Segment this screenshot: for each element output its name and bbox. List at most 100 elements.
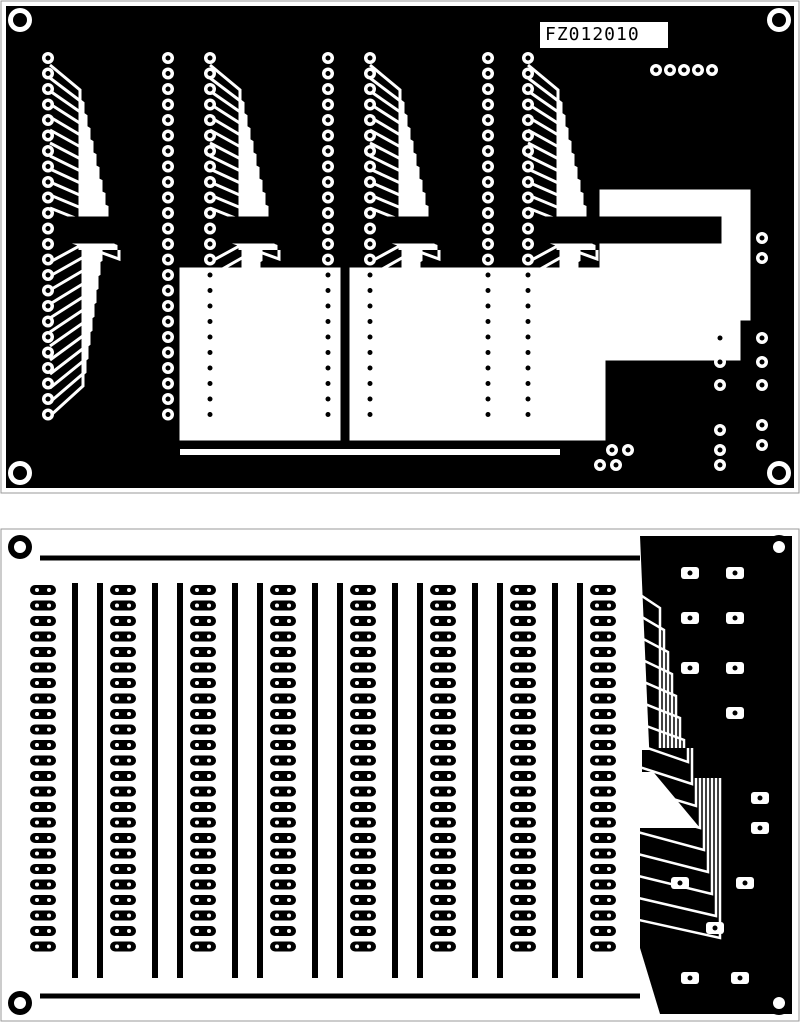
pad xyxy=(430,693,456,704)
pad xyxy=(430,740,456,750)
pad xyxy=(270,802,296,812)
pad xyxy=(510,802,536,812)
pad xyxy=(590,724,616,735)
pad xyxy=(190,693,216,704)
pad xyxy=(190,848,216,859)
pad xyxy=(510,740,536,750)
copper-area xyxy=(640,828,792,1014)
pad xyxy=(110,817,136,828)
pad xyxy=(270,616,296,626)
trace xyxy=(369,250,407,404)
trace xyxy=(527,250,579,306)
pad xyxy=(110,802,136,812)
trace xyxy=(368,250,405,418)
pad xyxy=(350,879,376,890)
pad xyxy=(510,864,536,874)
pad xyxy=(350,585,376,595)
pad xyxy=(590,941,616,952)
pad xyxy=(270,585,296,595)
pad xyxy=(510,848,536,859)
pad xyxy=(190,895,216,905)
pad xyxy=(510,647,536,657)
trace xyxy=(527,250,575,334)
pad xyxy=(30,616,56,626)
pad xyxy=(110,771,136,781)
pad xyxy=(350,864,376,874)
trace xyxy=(369,250,421,306)
pad xyxy=(430,941,456,952)
trace xyxy=(629,778,706,852)
pad xyxy=(190,910,216,921)
trace xyxy=(629,718,686,748)
pad xyxy=(110,693,136,704)
pad xyxy=(190,678,216,688)
pad xyxy=(590,848,616,859)
pad xyxy=(350,647,376,657)
trace xyxy=(369,250,417,334)
trace xyxy=(49,250,101,306)
pad xyxy=(430,848,456,859)
pad xyxy=(430,662,456,673)
pad xyxy=(30,879,56,890)
pad xyxy=(190,631,216,642)
trace xyxy=(527,250,577,320)
pad xyxy=(430,678,456,688)
pad xyxy=(590,802,616,812)
trace xyxy=(629,778,714,896)
pad xyxy=(510,693,536,704)
pad xyxy=(270,910,296,921)
trace xyxy=(209,76,245,250)
pad xyxy=(270,941,296,952)
pad xyxy=(110,833,136,843)
trace xyxy=(49,250,89,390)
pad xyxy=(350,941,376,952)
trace xyxy=(629,674,678,748)
pad xyxy=(270,895,296,905)
trace xyxy=(209,250,251,376)
ic-footprint xyxy=(642,750,750,772)
pad xyxy=(270,724,296,735)
pad xyxy=(590,616,616,626)
pad xyxy=(30,693,56,704)
pad xyxy=(350,802,376,812)
pad xyxy=(430,755,456,766)
pad xyxy=(510,895,536,905)
trace xyxy=(629,748,694,786)
pad xyxy=(110,848,136,859)
pad xyxy=(30,724,56,735)
pad xyxy=(30,848,56,859)
mounting-holes-bottom xyxy=(8,535,791,1015)
pad xyxy=(510,941,536,952)
trace xyxy=(629,652,674,748)
pad xyxy=(590,833,616,843)
trace xyxy=(527,89,566,250)
pad xyxy=(30,585,56,595)
pad xyxy=(110,678,136,688)
pad xyxy=(350,817,376,828)
pad xyxy=(270,678,296,688)
pad xyxy=(110,647,136,657)
pad xyxy=(510,631,536,642)
pad xyxy=(110,926,136,936)
trace xyxy=(527,250,567,390)
pad xyxy=(270,693,296,704)
pad xyxy=(110,740,136,750)
pad xyxy=(350,771,376,781)
pad xyxy=(430,817,456,828)
trace xyxy=(49,250,103,292)
pad xyxy=(590,678,616,688)
pad xyxy=(590,817,616,828)
pad xyxy=(590,631,616,642)
pad xyxy=(110,662,136,673)
pad xyxy=(350,926,376,936)
pad xyxy=(350,833,376,843)
pad xyxy=(270,786,296,797)
pad xyxy=(110,616,136,626)
pad xyxy=(270,709,296,719)
pad xyxy=(190,755,216,766)
pad xyxy=(110,910,136,921)
trace xyxy=(629,740,690,764)
pad xyxy=(590,585,616,595)
pad xyxy=(190,600,216,611)
pad xyxy=(430,879,456,890)
